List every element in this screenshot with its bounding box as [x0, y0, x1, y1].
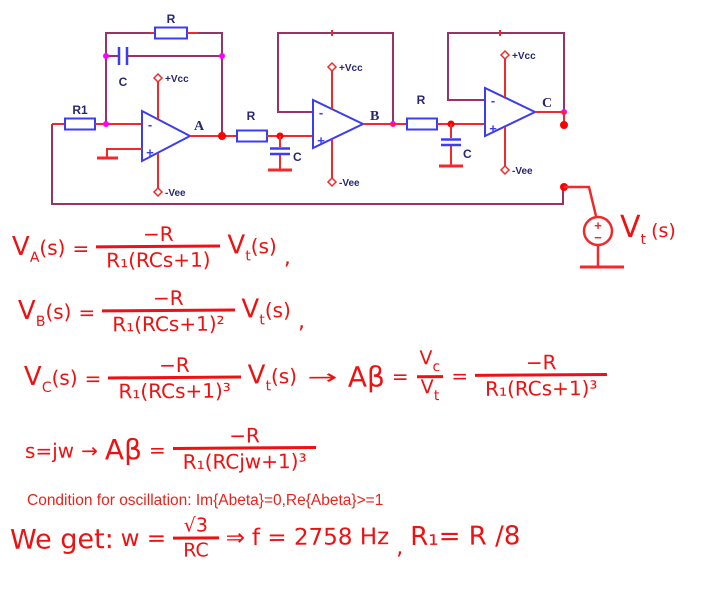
- node-c: C: [535, 96, 568, 129]
- vee-terminal-1: [152, 186, 164, 198]
- opamp-2: - + +Vcc -Vee: [312, 61, 366, 189]
- feedback-rail-wire: [51, 124, 564, 205]
- omega-equals: w =: [120, 526, 167, 553]
- feedback-capacitor-label: C: [119, 75, 128, 89]
- resistor-series-1-label: R: [247, 109, 256, 123]
- frequency-result: f = 2758 Hz: [251, 524, 390, 552]
- feedback-capacitor-plates: [117, 47, 129, 65]
- opamp-3-plus-input: +: [489, 121, 497, 136]
- loop-gain-symbol: Aβ: [347, 360, 385, 394]
- vcc-terminal-3: [499, 49, 511, 61]
- arrow: →: [81, 438, 98, 463]
- double-arrow: ⇒: [225, 525, 246, 552]
- opamp-1: - + +Vcc -Vee: [141, 72, 193, 199]
- r1-result: R₁= R /8: [410, 521, 521, 553]
- vee-label-3: -Vee: [512, 166, 533, 177]
- ground-1: [97, 148, 142, 160]
- eq-vc-rhs: V: [247, 360, 266, 391]
- source-label-base: V: [620, 210, 641, 245]
- node-a: A: [190, 119, 237, 140]
- shunt-capacitor-2: C: [439, 120, 472, 168]
- vcc-label-3: +Vcc: [512, 51, 536, 62]
- resistor-series-2: R: [406, 93, 485, 131]
- test-voltage-source: + −: [560, 183, 624, 269]
- node-b-label: B: [370, 109, 379, 124]
- vcc-terminal-2: [326, 61, 338, 73]
- resistor-series-2-label: R: [417, 93, 426, 107]
- oscillation-condition-text: Condition for oscillation: Im{Abeta}=0,R…: [27, 492, 384, 509]
- eq-va-lhs: V: [11, 231, 30, 262]
- loop-gain-symbol-jw: Aβ: [104, 433, 143, 467]
- vc-over-vt-fraction: Vc Vt: [415, 347, 444, 404]
- vcc-label-1: +Vcc: [165, 74, 189, 85]
- shunt-capacitor-2-label: C: [463, 147, 472, 161]
- eq-vb-rhs: V: [241, 293, 260, 324]
- resistor-series-1: R: [236, 109, 313, 143]
- source-plus-sign: +: [594, 218, 602, 233]
- opamp-1-minus-input: -: [148, 117, 152, 132]
- resistor-r1-label: R1: [72, 103, 88, 117]
- node-b: B: [363, 109, 407, 125]
- we-get-text: We get:: [9, 523, 114, 556]
- feedback-resistor-label: R: [167, 12, 176, 26]
- eq-vc-lhs: V: [23, 362, 42, 393]
- oscillator-schematic: R1 R C - + +Vcc -Vee: [51, 12, 624, 269]
- vee-label-2: -Vee: [339, 178, 360, 189]
- node-a-label: A: [194, 119, 205, 134]
- shunt-capacitor-1: C: [268, 132, 302, 172]
- opamp-1-plus-input: +: [146, 145, 154, 160]
- eq-va-rhs: V: [227, 229, 246, 260]
- opamp-3-minus-input: -: [491, 93, 495, 108]
- vcc-terminal-1: [152, 72, 164, 84]
- vee-label-1: -Vee: [165, 188, 186, 199]
- resistor-r1: R1: [52, 103, 142, 131]
- source-minus-sign: −: [594, 230, 602, 245]
- feedback-resistor-body: [154, 26, 188, 40]
- opamp-2-minus-input: -: [319, 105, 323, 120]
- vcc-label-2: +Vcc: [339, 63, 363, 74]
- s-jw-substitution: s=jw: [24, 438, 75, 463]
- vee-terminal-3: [499, 164, 511, 176]
- eq-vb-lhs: V: [17, 295, 36, 326]
- opamp-3: - + +Vcc -Vee: [484, 49, 538, 177]
- feedback-network-1: R C: [103, 12, 225, 136]
- opamp-2-plus-input: +: [317, 133, 325, 148]
- implies-arrow: →: [307, 365, 338, 390]
- vee-terminal-2: [326, 176, 338, 188]
- source-label: Vt (s): [620, 210, 676, 248]
- shunt-capacitor-1-label: C: [293, 150, 302, 164]
- node-c-label: C: [542, 96, 552, 111]
- source-label-sub: t: [640, 232, 647, 248]
- source-label-args: (s): [651, 220, 676, 242]
